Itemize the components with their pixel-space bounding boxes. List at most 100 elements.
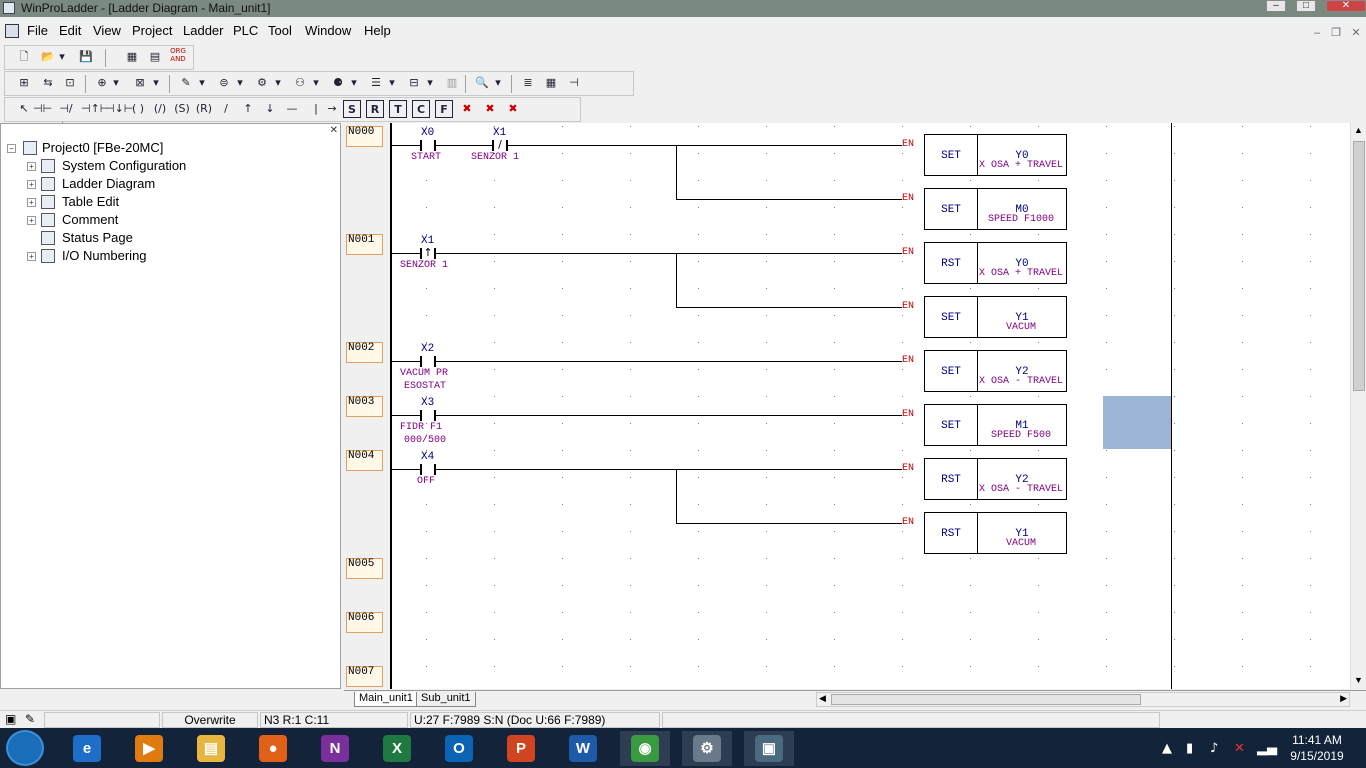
network-label[interactable]: N004: [346, 450, 383, 471]
vertical-scrollbar[interactable]: ▲ ▼: [1350, 123, 1366, 689]
compile-icon[interactable]: ⇆: [43, 76, 53, 89]
taskbar-excel[interactable]: X: [372, 731, 422, 766]
chevron-down-icon[interactable]: ▾: [59, 50, 65, 63]
start-button[interactable]: [6, 730, 44, 766]
edit-mode-icon[interactable]: ✎: [181, 76, 191, 89]
run-icon[interactable]: ⚙: [257, 76, 267, 89]
taskbar-firefox[interactable]: ●: [248, 731, 298, 766]
tree-item-comment[interactable]: Comment: [62, 212, 119, 227]
output-arrow-icon[interactable]: →: [327, 102, 337, 115]
expand-icon[interactable]: +: [27, 216, 36, 225]
taskbar-onenote[interactable]: N: [310, 731, 360, 766]
contact-no[interactable]: [420, 464, 436, 475]
set-coil-icon[interactable]: (S): [174, 102, 190, 115]
function-block[interactable]: RST Y1 VACUM: [924, 512, 1067, 554]
taskbar-outlook[interactable]: O: [434, 731, 484, 766]
scroll-thumb[interactable]: [831, 694, 1141, 705]
network-warning-icon[interactable]: ✕: [1234, 741, 1245, 756]
new-file-icon[interactable]: 🗋: [19, 50, 29, 63]
pointer-icon[interactable]: ↖: [19, 102, 29, 115]
scroll-up-icon[interactable]: ▲: [1354, 125, 1363, 135]
plc-icon[interactable]: ⚇: [295, 76, 305, 89]
syntax-check-icon[interactable]: ⊡: [65, 76, 75, 89]
menu-tool[interactable]: Tool: [268, 23, 292, 38]
menu-plc[interactable]: PLC: [233, 23, 259, 38]
inverse-icon[interactable]: /: [224, 102, 228, 115]
pulse-down-icon[interactable]: ↓: [265, 102, 275, 115]
expand-icon[interactable]: +: [27, 252, 36, 261]
chevron-down-icon[interactable]: ▾: [389, 76, 395, 89]
mdi-minimize-button[interactable]: –: [1313, 27, 1321, 39]
menu-help[interactable]: Help: [364, 23, 391, 38]
open-folder-icon[interactable]: 📂: [41, 50, 55, 63]
reset-r-icon[interactable]: R: [366, 100, 384, 118]
reset-coil-icon[interactable]: (R): [195, 102, 213, 115]
timer-t-icon[interactable]: T: [389, 100, 407, 118]
network-label[interactable]: N007: [346, 666, 383, 687]
contact-nc[interactable]: /: [492, 138, 508, 151]
maximize-button[interactable]: □: [1296, 0, 1316, 12]
taskbar-usb-tool[interactable]: ⚙: [682, 731, 732, 766]
network-label[interactable]: N006: [346, 612, 383, 633]
contact-no[interactable]: [420, 140, 436, 151]
tree-root-project[interactable]: Project0 [FBe-20MC]: [42, 140, 164, 155]
align-icon[interactable]: ≣: [523, 76, 533, 89]
coil-icon[interactable]: ( ): [131, 102, 145, 115]
signal-icon[interactable]: ▂▄: [1257, 741, 1277, 756]
chevron-down-icon[interactable]: ▾: [351, 76, 357, 89]
list-icon[interactable]: ☰: [371, 76, 381, 89]
tree-item-system-configuration[interactable]: System Configuration: [62, 158, 187, 173]
grid-icon[interactable]: ▦: [545, 76, 557, 89]
tab-main-unit1[interactable]: Main_unit1: [354, 692, 418, 707]
find-icon[interactable]: 🔍: [475, 76, 489, 89]
expand-icon[interactable]: +: [27, 162, 36, 171]
menu-file[interactable]: File: [27, 23, 48, 38]
counter-c-icon[interactable]: C: [412, 100, 430, 118]
network-label[interactable]: N005: [346, 558, 383, 579]
taskbar-media-player[interactable]: ▶: [124, 731, 174, 766]
collapse-icon[interactable]: −: [7, 144, 16, 153]
taskbar-internet-explorer[interactable]: e: [62, 731, 112, 766]
delete-icon[interactable]: ✖: [462, 102, 472, 115]
online-icon[interactable]: ⊕: [97, 76, 107, 89]
contact-no[interactable]: [420, 410, 436, 421]
chevron-down-icon[interactable]: ▾: [237, 76, 243, 89]
io-icon[interactable]: ⚈: [333, 76, 343, 89]
clock[interactable]: 11:41 AM 9/15/2019: [1282, 732, 1352, 764]
function-block[interactable]: SET Y1 VACUM: [924, 296, 1067, 338]
link-icon[interactable]: ⊣: [569, 76, 579, 89]
project-window-icon[interactable]: ▦: [126, 50, 138, 63]
function-block[interactable]: SET Y0 X OSA + TRAVEL: [924, 134, 1067, 176]
taskbar-file-explorer[interactable]: ▤: [186, 731, 236, 766]
function-block[interactable]: RST Y2 X OSA - TRAVEL: [924, 458, 1067, 500]
scroll-thumb[interactable]: [1353, 141, 1365, 391]
scroll-right-icon[interactable]: ▶: [1340, 693, 1347, 703]
tree-item-status-page[interactable]: Status Page: [62, 230, 133, 245]
vertical-line-icon[interactable]: |: [314, 102, 318, 115]
delete-row-icon[interactable]: ✖: [485, 102, 495, 115]
org-and-icon[interactable]: ORG AND: [170, 47, 186, 63]
device-icon[interactable]: ▮: [1186, 741, 1194, 756]
mdi-restore-button[interactable]: ❐: [1331, 27, 1341, 39]
fall-contact-icon[interactable]: ⊣↓⊢: [105, 102, 134, 115]
taskbar-chrome[interactable]: ◉: [620, 731, 670, 766]
tree-item-table-edit[interactable]: Table Edit: [62, 194, 120, 209]
inverse-coil-icon[interactable]: (/): [153, 102, 167, 115]
ladder-diagram[interactable]: N000 N001 N002 N003 N004 N005 N006 N007 …: [344, 123, 1352, 689]
save-icon[interactable]: 💾: [79, 50, 93, 63]
nc-contact-icon[interactable]: ⊣/⊢: [59, 102, 73, 133]
menu-view[interactable]: View: [93, 23, 121, 38]
function-f-icon[interactable]: F: [435, 100, 453, 118]
horizontal-line-icon[interactable]: —: [286, 102, 298, 115]
network-label[interactable]: N003: [346, 396, 383, 417]
function-block[interactable]: SET Y2 X OSA - TRAVEL: [924, 350, 1067, 392]
tree-item-io-numbering[interactable]: I/O Numbering: [62, 248, 147, 263]
no-contact-icon[interactable]: ⊣⊢: [33, 102, 53, 115]
contact-rising-edge[interactable]: ↑: [420, 246, 436, 259]
chevron-down-icon[interactable]: ▾: [199, 76, 205, 89]
chevron-down-icon[interactable]: ▾: [313, 76, 319, 89]
rise-contact-icon[interactable]: ⊣↑⊢: [81, 102, 110, 115]
scroll-down-icon[interactable]: ▼: [1354, 675, 1363, 685]
horizontal-scrollbar[interactable]: ◀ ▶: [816, 692, 1350, 707]
document-icon[interactable]: [5, 24, 19, 38]
